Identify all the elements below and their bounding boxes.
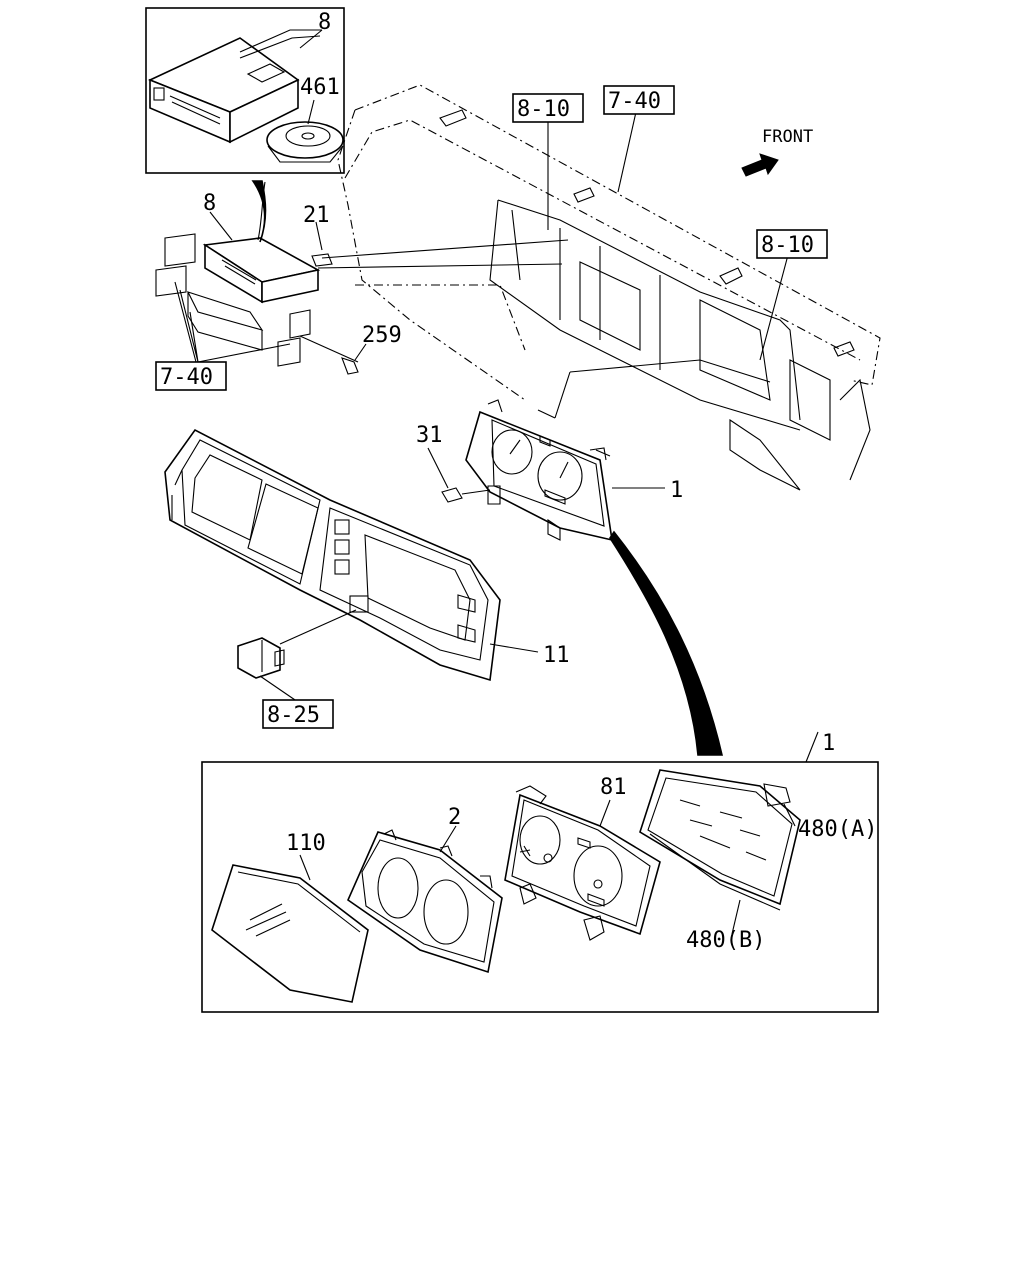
- callout-7-40-top: 7-40: [608, 89, 661, 114]
- cluster-hood: [347, 829, 503, 974]
- meter-cluster-assembly: [441, 399, 724, 756]
- printed-circuit-board: [639, 769, 801, 911]
- callout-1-cluster: 1: [670, 478, 683, 503]
- callout-8-10-right: 8-10: [761, 233, 814, 258]
- callout-8-top: 8: [318, 10, 331, 35]
- callout-8: 8: [203, 191, 216, 216]
- callout-461: 461: [300, 75, 340, 100]
- callout-7-40-left: 7-40: [160, 365, 213, 390]
- callout-31: 31: [416, 423, 443, 448]
- callout-8-10-top: 8-10: [517, 97, 570, 122]
- callout-110: 110: [286, 831, 326, 856]
- ref-box-7-40-left: [155, 361, 227, 391]
- cluster-bezel: [164, 428, 501, 703]
- callout-11: 11: [543, 643, 570, 668]
- ref-box-8-10-right: [756, 229, 828, 259]
- leader-lines: [174, 29, 819, 935]
- callout-259: 259: [362, 323, 402, 348]
- cluster-exploded-detail: [201, 761, 879, 1013]
- ref-box-7-40-top: [603, 85, 675, 115]
- callout-21: 21: [303, 203, 330, 228]
- callout-8-25: 8-25: [267, 703, 320, 728]
- cluster-lens: [211, 864, 369, 1003]
- ref-box-8-25: [262, 699, 334, 729]
- callout-front: FRONT: [762, 127, 813, 147]
- instrument-panel-dashboard: [337, 84, 881, 491]
- callout-1-detail: 1: [822, 731, 835, 756]
- callout-480a: 480(A): [798, 817, 877, 842]
- ref-box-8-10-top: [512, 93, 584, 123]
- callout-81: 81: [600, 775, 627, 800]
- callout-480b: 480(B): [686, 928, 765, 953]
- front-direction-arrow-icon: [741, 153, 779, 177]
- meter-panel: [504, 785, 661, 941]
- audio-unit-inset: [145, 7, 345, 174]
- audio-unit-mount: [155, 180, 569, 375]
- callout-2: 2: [448, 805, 461, 830]
